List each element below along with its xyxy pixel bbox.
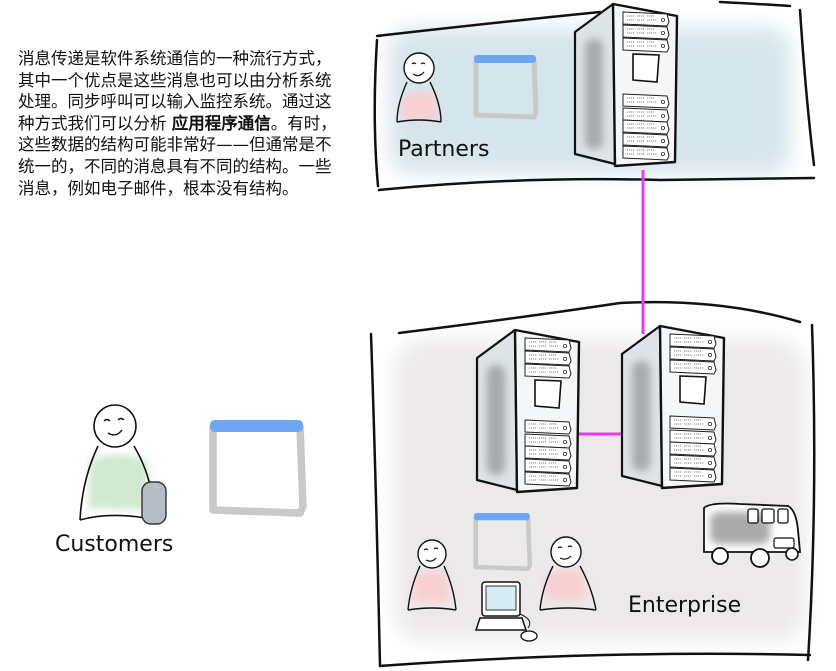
enterprise-server-1 (477, 330, 579, 492)
enterprise-label: Enterprise (628, 593, 742, 618)
description-emphasis: 应用程序通信 (171, 113, 271, 133)
phone-icon (141, 481, 167, 525)
enterprise-person-1-icon (407, 539, 457, 611)
customers-label: Customers (55, 532, 174, 557)
enterprise-zone (369, 300, 816, 668)
enterprise-zone-fill (395, 340, 805, 640)
partners-zone-border (373, 0, 816, 192)
computer-icon (474, 581, 538, 642)
enterprise-server-2 (622, 326, 724, 488)
partner-person-icon (396, 52, 442, 123)
partners-label: Partners (398, 137, 490, 162)
customer-window-icon (210, 420, 303, 513)
mouse-icon (520, 630, 538, 642)
enterprise-zone-border (369, 300, 816, 668)
description-text-2: 。有时，这些数据的结构可能非常好——但通常是不统一的，不同的消息具有不同的结构。… (18, 113, 337, 198)
description-paragraph: 消息传递是软件系统通信的一种流行方式，其中一个优点是这些消息也可以由分析系统处理… (18, 48, 338, 199)
delivery-van-icon (703, 502, 801, 568)
enterprise-person-2-icon (539, 536, 597, 611)
customer-person-icon (79, 404, 167, 525)
partner-server (575, 4, 677, 166)
description-text-1: 消息传递是软件系统通信的一种流行方式，其中一个优点是这些消息也可以由分析系统处理… (18, 49, 332, 133)
